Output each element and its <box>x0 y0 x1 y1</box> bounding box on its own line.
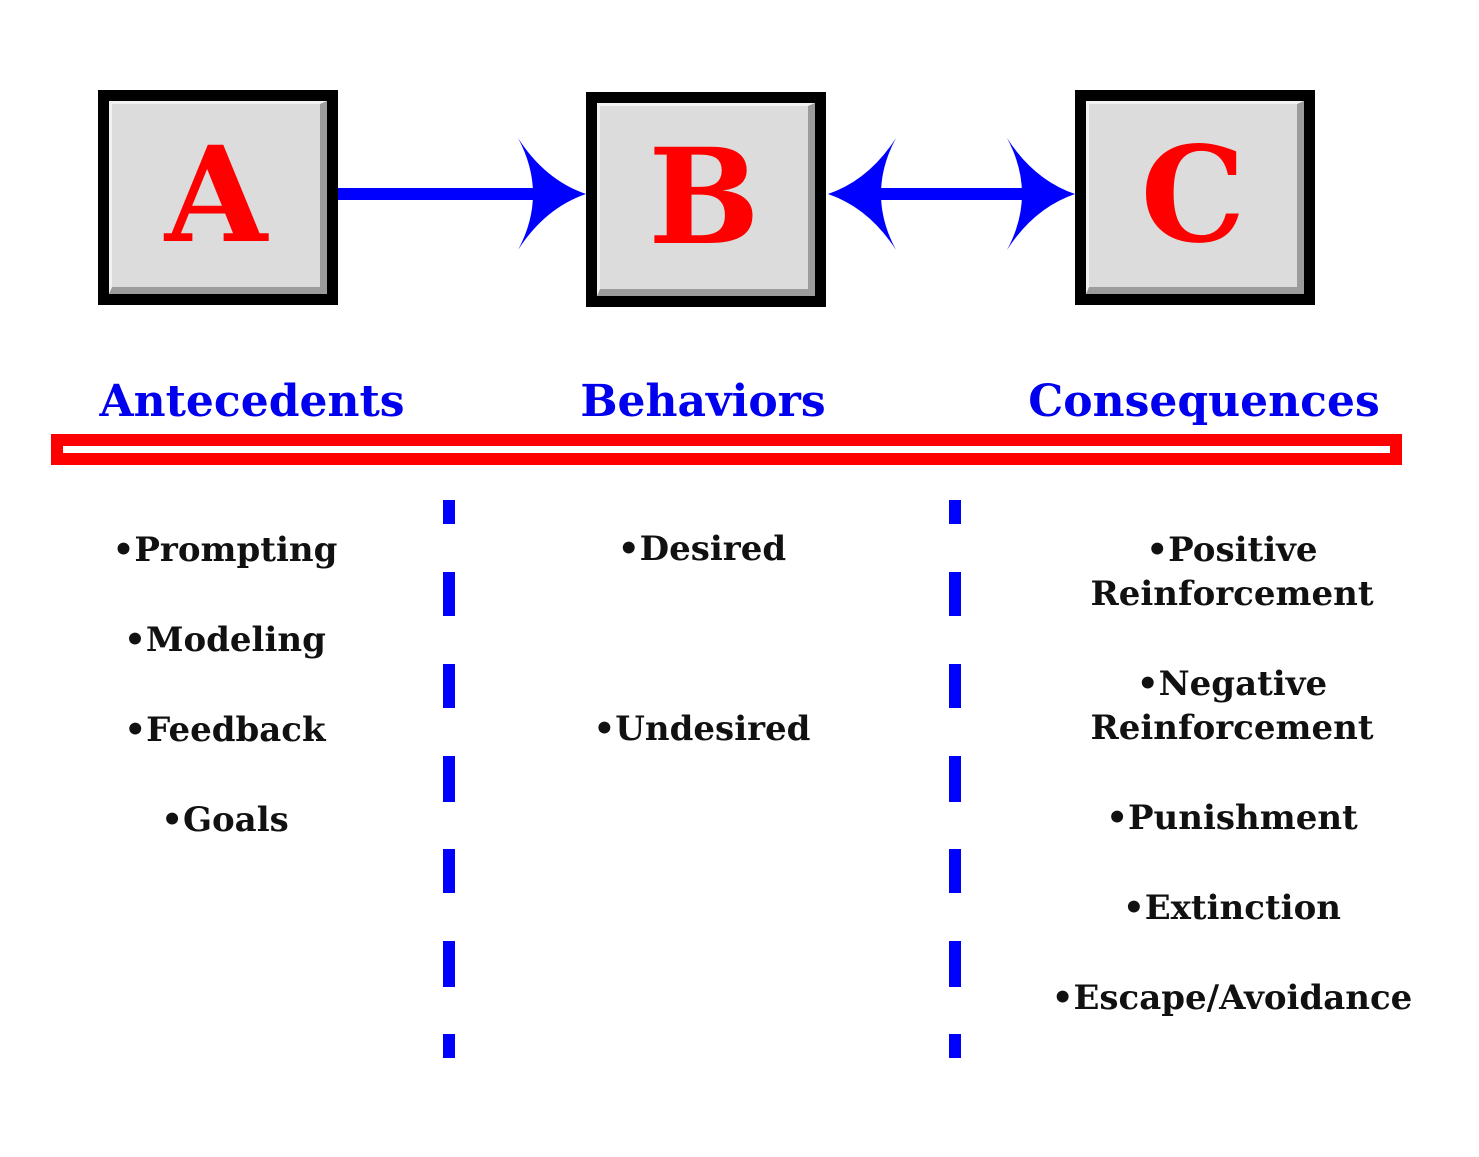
arrow-b-c-head-right <box>1007 138 1075 250</box>
list-item-line2: Reinforcement <box>1090 708 1374 748</box>
list-item: •Desired <box>617 529 787 569</box>
list-item: •Prompting <box>112 530 338 570</box>
arrow-b-c-shaft <box>870 188 1030 200</box>
list-item: •Goals <box>161 800 289 840</box>
header-behaviors: Behaviors <box>580 376 826 427</box>
behaviors-list: •Desired •Undesired <box>594 527 811 887</box>
list-item-line1: •Negative <box>1136 664 1328 704</box>
list-item: •Escape/Avoidance <box>1051 978 1413 1018</box>
list-item-line1: •Positive <box>1146 530 1318 570</box>
consequences-list: •Positive Reinforcement •Negative Reinfo… <box>1052 528 1413 1066</box>
divider-left <box>443 500 455 1065</box>
list-item: •Undesired <box>593 709 811 749</box>
box-c: C <box>1075 90 1315 305</box>
letter-b: B <box>648 119 760 275</box>
letter-a: A <box>164 117 268 273</box>
list-item: •Punishment <box>1106 798 1358 838</box>
arrow-b-c-head-left <box>828 138 896 250</box>
list-item: •Feedback <box>124 710 326 750</box>
divider-right <box>949 500 961 1065</box>
list-item: •Positive Reinforcement <box>1062 528 1402 616</box>
arrow-a-b-head <box>518 138 586 250</box>
list-item: •Extinction <box>1123 888 1341 928</box>
separator-bar <box>51 434 1402 465</box>
box-b: B <box>586 92 826 307</box>
connector-arrows <box>338 138 1075 250</box>
antecedents-list: •Prompting •Modeling •Feedback •Goals <box>113 528 338 888</box>
box-a: A <box>98 90 338 305</box>
list-item: •Modeling <box>124 620 326 660</box>
header-antecedents: Antecedents <box>99 376 405 427</box>
letter-c: C <box>1140 117 1246 273</box>
list-item: •Negative Reinforcement <box>1062 662 1402 750</box>
list-item-line2: Reinforcement <box>1090 574 1374 614</box>
arrow-a-b-shaft <box>338 188 538 200</box>
header-consequences: Consequences <box>1028 376 1380 427</box>
